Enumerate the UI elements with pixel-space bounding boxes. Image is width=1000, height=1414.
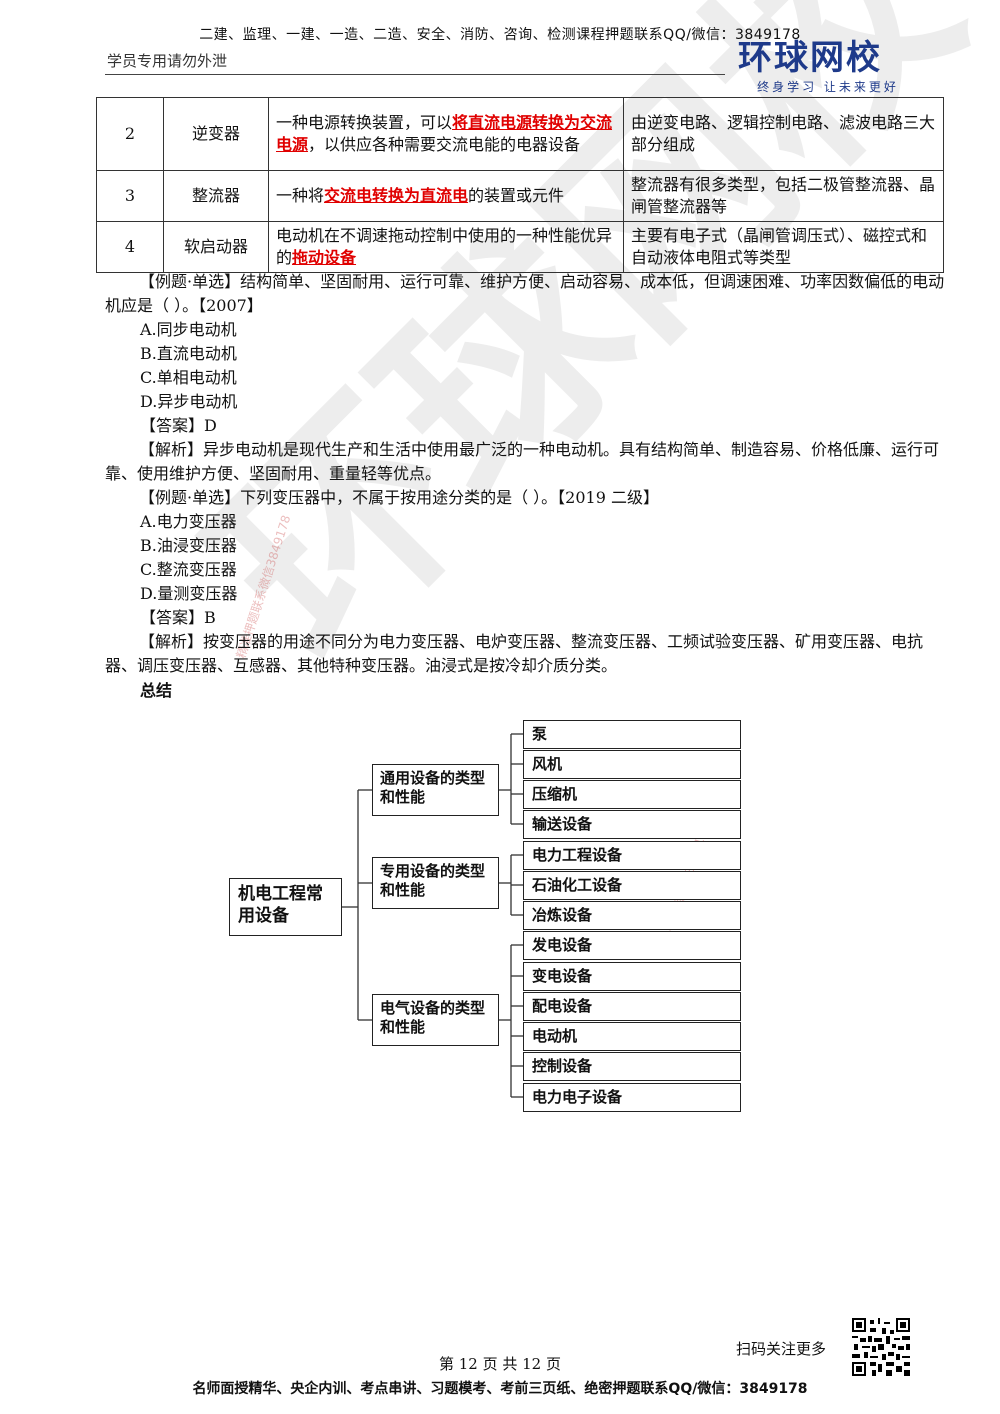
question-stem: 【例题·单选】下列变压器中，不属于按用途分类的是（ ）。【2019 二级】 xyxy=(139,488,659,507)
highlight-text: 将直流电源转换为交流电源 xyxy=(276,113,613,154)
mindmap-leaf: 压缩机 xyxy=(523,780,741,809)
mindmap-leaf: 输送设备 xyxy=(523,810,741,839)
mindmap-leaf: 变电设备 xyxy=(523,962,741,991)
mindmap-leaf: 电动机 xyxy=(523,1022,741,1051)
qr-code-icon[interactable] xyxy=(852,1318,910,1376)
analysis: 【解析】异步电动机是现代生产和生活中使用最广泛的一种电动机。具有结构简单、制造容… xyxy=(105,440,940,483)
scan-qr-text: 扫码关注更多 xyxy=(736,1340,827,1358)
page-number: 第 12 页 共 12 页 xyxy=(438,1355,561,1373)
answer: 【答案】B xyxy=(140,608,216,627)
mindmap-leaf: 泵 xyxy=(523,720,741,749)
table-row: 2 逆变器 一种电源转换装置，可以将直流电源转换为交流电源，以供应各种需要交流电… xyxy=(96,97,944,171)
brand-logo: 环球网校 终身学习 让未来更好 xyxy=(738,40,918,95)
equipment-definition: 一种电源转换装置，可以将直流电源转换为交流电源，以供应各种需要交流电能的电器设备 xyxy=(268,97,624,171)
equipment-description: 由逆变电路、逻辑控制电路、滤波电路三大部分组成 xyxy=(623,97,944,171)
header-rule xyxy=(105,74,725,75)
mindmap-leaf: 发电设备 xyxy=(523,931,741,960)
row-number: 2 xyxy=(96,97,164,171)
logo-text: 环球网校 xyxy=(738,38,882,78)
equipment-definition: 一种将交流电转换为直流电的装置或元件 xyxy=(268,170,624,222)
mindmap-leaf: 配电设备 xyxy=(523,992,741,1021)
summary-title: 总结 xyxy=(140,681,173,700)
answer: 【答案】D xyxy=(140,416,217,435)
option-b: B.直流电动机 xyxy=(140,344,237,363)
table-row: 4 软启动器 电动机在不调速拖动控制中使用的一种性能优异的拖动设备 主要有电子式… xyxy=(96,221,944,273)
row-number: 4 xyxy=(96,221,164,273)
option-d: D.量测变压器 xyxy=(140,584,238,603)
mindmap-leaf: 风机 xyxy=(523,750,741,779)
header-contact-line: 二建、监理、一建、一造、二造、安全、消防、咨询、检测课程押题联系QQ/微信：38… xyxy=(199,27,801,43)
equipment-description: 主要有电子式（晶闸管调压式）、磁控式和自动液体电阻式等类型 xyxy=(623,221,944,273)
mindmap-group-special: 专用设备的类型和性能 xyxy=(372,857,499,909)
logo-slogan: 终身学习 让未来更好 xyxy=(757,80,899,94)
mindmap-leaf: 石油化工设备 xyxy=(523,871,741,900)
option-c: C.单相电动机 xyxy=(140,368,237,387)
footer-contact-line: 名师面授精华、央企内训、考点串讲、习题模考、考前三页纸、绝密押题联系QQ/微信：… xyxy=(192,1381,808,1397)
mindmap-group-electrical: 电气设备的类型和性能 xyxy=(372,994,499,1046)
equipment-name: 软启动器 xyxy=(163,221,269,273)
option-c: C.整流变压器 xyxy=(140,560,237,579)
equipment-description: 整流器有很多类型，包括二极管整流器、晶闸管整流器等 xyxy=(623,170,944,222)
header-confidential-note: 学员专用请勿外泄 xyxy=(107,52,228,70)
row-number: 3 xyxy=(96,170,164,222)
mindmap-leaf: 电力工程设备 xyxy=(523,841,741,870)
question-stem: 【例题·单选】结构简单、坚固耐用、运行可靠、维护方便、启动容易、成本低，但调速困… xyxy=(105,272,945,315)
mindmap-leaf: 控制设备 xyxy=(523,1052,741,1081)
mindmap-group-general: 通用设备的类型和性能 xyxy=(372,764,499,816)
equipment-table: 2 逆变器 一种电源转换装置，可以将直流电源转换为交流电源，以供应各种需要交流电… xyxy=(96,97,944,273)
table-row: 3 整流器 一种将交流电转换为直流电的装置或元件 整流器有很多类型，包括二极管整… xyxy=(96,170,944,222)
option-a: A.电力变压器 xyxy=(140,512,237,531)
equipment-definition: 电动机在不调速拖动控制中使用的一种性能优异的拖动设备 xyxy=(268,221,624,273)
mindmap-leaf: 冶炼设备 xyxy=(523,901,741,930)
option-a: A.同步电动机 xyxy=(140,320,237,339)
analysis: 【解析】按变压器的用途不同分为电力变压器、电炉变压器、整流变压器、工频试验变压器… xyxy=(105,632,924,675)
mindmap-leaf: 电力电子设备 xyxy=(523,1083,741,1112)
option-b: B.油浸变压器 xyxy=(140,536,237,555)
highlight-text: 交流电转换为直流电 xyxy=(324,186,469,205)
equipment-name: 整流器 xyxy=(163,170,269,222)
mindmap-root: 机电工程常用设备 xyxy=(229,878,342,936)
highlight-text: 拖动设备 xyxy=(292,248,357,267)
option-d: D.异步电动机 xyxy=(140,392,238,411)
